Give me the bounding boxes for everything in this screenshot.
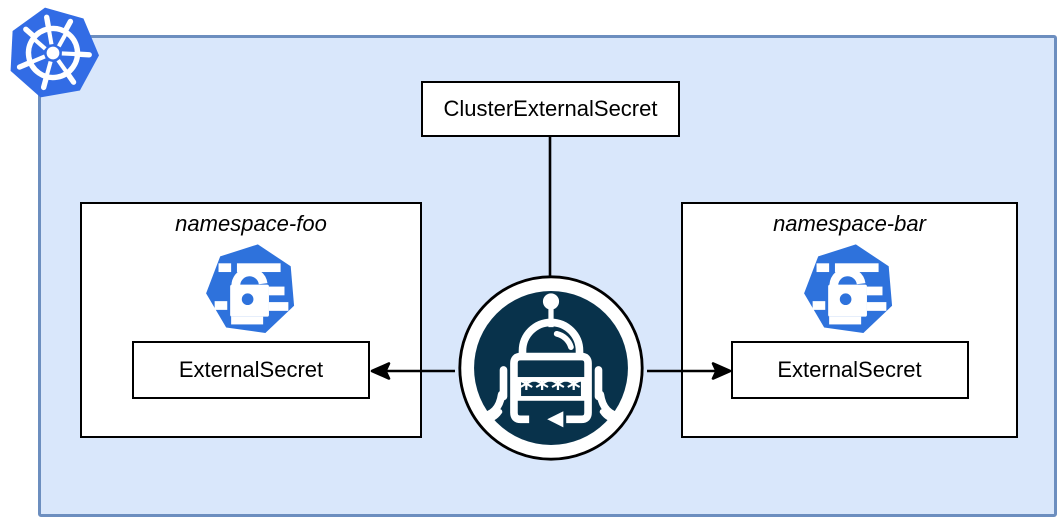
robot-glyph: **** — [476, 293, 626, 428]
external-secret-label: ExternalSecret — [777, 357, 922, 382]
namespace-foo-title: namespace-foo — [175, 211, 327, 236]
external-secret-node-foo: ExternalSecret — [132, 341, 370, 399]
kubernetes-icon — [10, 7, 99, 98]
kubernetes-wheel — [16, 14, 92, 91]
namespace-bar-box: namespace-bar ExternalSecret — [681, 202, 1018, 438]
external-secret-icon — [205, 244, 294, 333]
cluster-external-secret-label: ClusterExternalSecret — [443, 96, 658, 121]
padlock-glyph — [214, 263, 288, 325]
namespace-bar-title: namespace-bar — [773, 211, 926, 236]
password-asterisks: **** — [519, 373, 582, 404]
cluster-external-secret-node: ClusterExternalSecret — [421, 81, 680, 137]
external-secrets-operator-icon: **** — [458, 275, 644, 461]
external-secret-node-bar: ExternalSecret — [730, 341, 969, 399]
padlock-glyph — [812, 263, 887, 325]
external-secret-icon — [804, 244, 893, 333]
namespace-foo-box: namespace-foo ExternalSecret — [80, 202, 422, 438]
external-secret-label: ExternalSecret — [178, 357, 324, 382]
